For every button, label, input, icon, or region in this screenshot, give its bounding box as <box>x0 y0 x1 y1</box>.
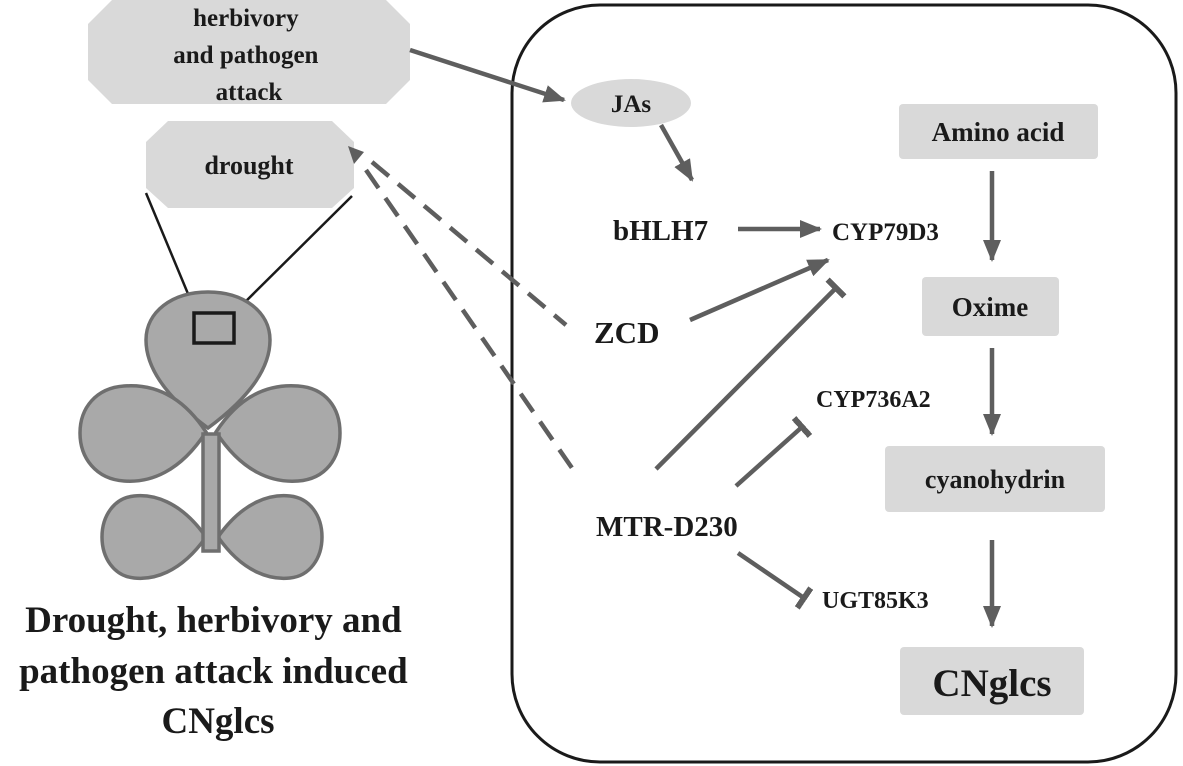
leaf-zoom-box <box>192 311 236 345</box>
arrow-zcd-to-cyp79d3 <box>689 257 830 323</box>
jas-label: JAs <box>611 91 652 118</box>
jas-node <box>571 79 691 127</box>
amino-acid-box <box>899 104 1098 159</box>
arrow-jas-to-bhlh7 <box>659 123 694 182</box>
amino-acid-label: Amino acid <box>932 117 1065 147</box>
plant-illustration <box>78 290 342 581</box>
cyanohydrin-label: cyanohydrin <box>925 465 1066 494</box>
herbivory-stimulus-label: herbivory and pathogen attack <box>173 5 324 106</box>
bhlh7-label: bHLH7 <box>613 215 708 247</box>
inhibit-mtr-ugt85k3 <box>736 551 814 610</box>
cyp79d3-label: CYP79D3 <box>832 219 939 246</box>
left-leaf <box>78 383 209 483</box>
right-leaf <box>213 383 342 483</box>
cnglcs-box <box>900 647 1084 715</box>
oxime-box <box>922 277 1059 336</box>
mtr-d230-label: MTR-D230 <box>596 511 738 543</box>
inhibit-mtr-cyp736a2 <box>734 416 813 488</box>
arrow-herbivory-to-jas <box>409 47 566 103</box>
dashed-drought-to-zcd <box>370 160 568 327</box>
zcd-label: ZCD <box>594 315 659 350</box>
cyp736a2-label: CYP736A2 <box>816 387 931 413</box>
top-leaf <box>144 290 272 431</box>
cnglcs-label: CNglcs <box>932 662 1051 705</box>
oxime-label: Oxime <box>952 292 1028 322</box>
callout-line-right <box>233 195 353 314</box>
inhibit-mtr-cyp79d3 <box>654 277 847 471</box>
herbivory-stimulus-box <box>88 0 410 104</box>
plant-stem <box>201 432 221 553</box>
drought-stimulus-label: drought <box>204 151 293 180</box>
cyanohydrin-box <box>885 446 1105 512</box>
lower-right-leaf <box>215 493 324 581</box>
drought-stimulus-box <box>146 121 354 208</box>
ugt85k3-label: UGT85K3 <box>822 588 929 614</box>
drought-dash-arrowhead <box>348 146 364 164</box>
figure-caption: Drought, herbivory and pathogen attack i… <box>19 600 417 742</box>
lower-left-leaf <box>100 493 209 581</box>
dashed-drought-to-mtr <box>364 168 574 470</box>
